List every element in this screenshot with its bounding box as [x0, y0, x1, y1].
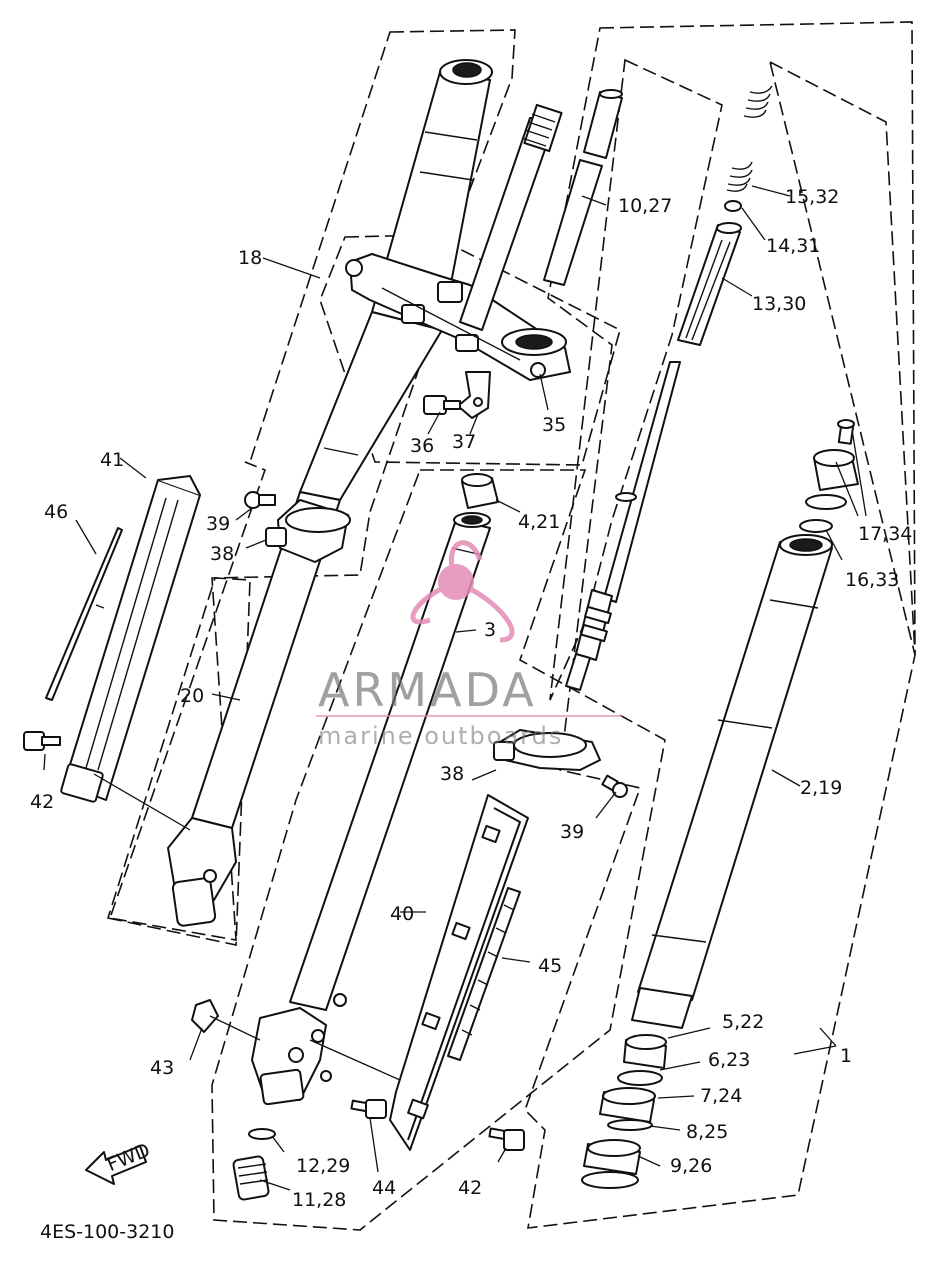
callout-3: 3 [484, 619, 496, 641]
spring-15-32 [726, 161, 753, 192]
watermark-tagline: marine outboards [318, 722, 563, 750]
seal-12-29 [248, 1128, 276, 1140]
callout-5-22: 5,22 [722, 1011, 764, 1033]
clamp-38-left [244, 491, 351, 563]
collar-4-21 [461, 473, 499, 509]
spline-rod-13-30 [677, 222, 742, 346]
callout-35: 35 [542, 414, 566, 436]
callout-20: 20 [180, 685, 204, 707]
callout-45: 45 [538, 955, 562, 977]
callout-2-19: 2,19 [800, 777, 842, 799]
bolt-44 [350, 1099, 387, 1119]
callout-18: 18 [238, 247, 262, 269]
inner-tube-3 [289, 512, 491, 1011]
left-lower-outline [106, 577, 251, 946]
right-fork-group-outline [524, 21, 916, 1229]
callout-11-28: 11,28 [292, 1189, 346, 1211]
leader-lines [43, 185, 867, 1191]
guard-41 [60, 475, 201, 803]
callout-13-30: 13,30 [752, 293, 806, 315]
callout-43: 43 [150, 1057, 174, 1079]
inner-pipe-10-27 [543, 89, 623, 286]
callout-1: 1 [840, 1045, 852, 1067]
left-outer-tube [167, 59, 493, 927]
clamp-38-right [493, 729, 628, 798]
callout-39-right: 39 [560, 821, 584, 843]
bolt-36 [423, 395, 461, 415]
callout-39-left: 39 [206, 513, 230, 535]
spring-top [743, 85, 773, 118]
callout-12-29: 12,29 [296, 1155, 350, 1177]
callout-46: 46 [44, 501, 68, 523]
callout-42-left: 42 [30, 791, 54, 813]
damper-rod [565, 361, 681, 691]
callout-labels: 18 10,27 15,32 14,31 13,30 35 37 36 41 4… [30, 186, 912, 1243]
callout-38-left: 38 [210, 543, 234, 565]
watermark-brand: ARMADA [318, 663, 537, 717]
propeller-logo [410, 540, 515, 643]
plug-11-28 [232, 1155, 270, 1201]
callout-4-21: 4,21 [518, 511, 560, 533]
callout-40: 40 [390, 903, 414, 925]
bolt-42-right [488, 1127, 525, 1151]
callout-14-31: 14,31 [766, 235, 820, 257]
steering-stem [459, 103, 563, 331]
decal-45 [447, 887, 521, 1061]
inner-tube-group-outline [549, 58, 723, 701]
diagram-code: 4ES-100-3210 [40, 1221, 174, 1243]
callout-15-32: 15,32 [785, 186, 839, 208]
bolt-42-left [23, 731, 61, 751]
forward-direction-label: FWD [104, 1139, 153, 1176]
callout-10-27: 10,27 [618, 195, 672, 217]
fitting-43 [191, 999, 219, 1033]
guard-40 [389, 794, 529, 1151]
callout-42-right: 42 [458, 1177, 482, 1199]
decal-46 [45, 527, 123, 701]
washer-14-31 [724, 200, 742, 212]
forward-arrow-icon: FWD [85, 1139, 153, 1185]
callout-44: 44 [372, 1177, 396, 1199]
watermark: ARMADA marine outboards [316, 540, 622, 750]
callout-36: 36 [410, 435, 434, 457]
callout-7-24: 7,24 [700, 1085, 742, 1107]
lower-bracket [191, 993, 347, 1106]
cap-17-34 [805, 419, 859, 510]
stacked-parts [581, 1034, 667, 1189]
center-group-outline [211, 469, 666, 1231]
callout-6-23: 6,23 [708, 1049, 750, 1071]
washer-16-33 [799, 519, 833, 533]
lock-plate-37 [457, 371, 491, 419]
callout-17-34: 17,34 [858, 523, 912, 545]
callout-41: 41 [100, 449, 124, 471]
spring-group-outline [768, 60, 916, 656]
callout-38-right: 38 [440, 763, 464, 785]
callout-16-33: 16,33 [845, 569, 899, 591]
upper-bracket [345, 253, 571, 381]
callout-9-26: 9,26 [670, 1155, 712, 1177]
callout-8-25: 8,25 [686, 1121, 728, 1143]
right-outer-tube [631, 534, 833, 1029]
callout-37: 37 [452, 431, 476, 453]
